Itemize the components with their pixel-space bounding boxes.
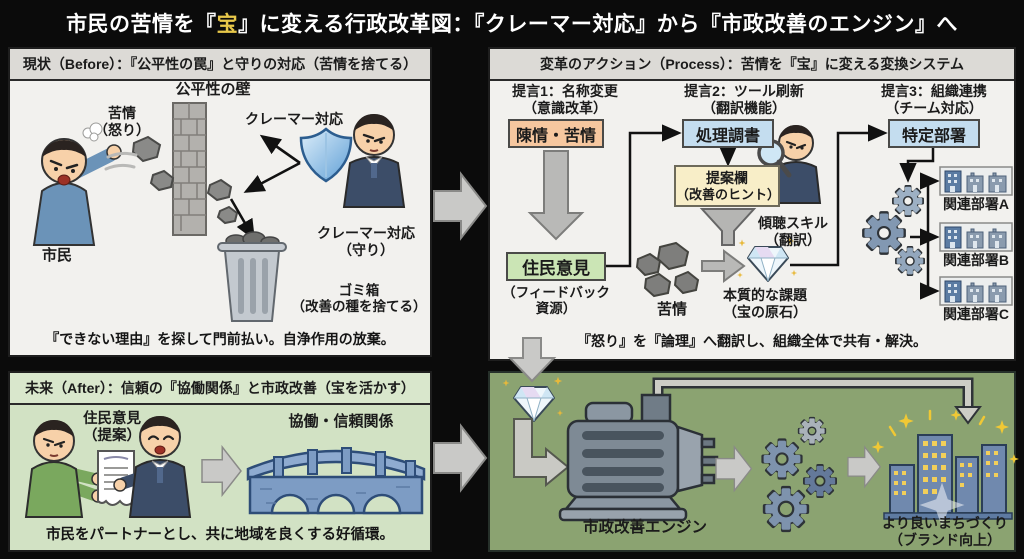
gem-input-icon [513, 386, 555, 422]
gears-to-city-arrow [847, 446, 881, 488]
panel-engine: 市政改善エンジン より良いまちづくり（ブランド向上） [488, 371, 1019, 552]
input-elbow-arrow [513, 418, 570, 488]
funnel-icon [699, 208, 757, 246]
dept-b-icon [939, 222, 1013, 252]
trash-label: ゴミ箱（改善の種を捨てる） [291, 283, 427, 314]
suggestion-box: 提案欄（改善のヒント） [674, 165, 780, 207]
engine-machine [558, 393, 719, 522]
complaint-box: 陳情・苦情 [508, 119, 604, 148]
process-gears [862, 185, 925, 276]
motion-lines [104, 151, 138, 171]
angry-citizen-illustration [32, 122, 122, 246]
bridge-illustration [246, 447, 426, 515]
panel-process-header: 変革のアクション（Process）：苦情を『宝』に変える変換システム [490, 49, 1014, 81]
after-to-engine-arrow [433, 425, 487, 491]
proposal-3-label: 提言3：組織連携（チーム対応） [881, 83, 987, 116]
title-treasure-highlight: 宝 [216, 12, 239, 36]
gem-icon [747, 246, 789, 282]
shield-icon [299, 127, 353, 183]
after-footer: 市民をパートナーとし、共に地域を良くする好循環。 [46, 527, 394, 543]
dept-c-icon [939, 276, 1013, 306]
complaint-rocks [635, 241, 700, 298]
engine-gears [761, 416, 838, 533]
city-label: より良いまちづくり（ブランド向上） [882, 515, 1008, 548]
rename-down-arrow [527, 150, 585, 241]
before-footer: 『できない理由』を探して門前払い。自浄作用の放棄。 [45, 331, 395, 347]
process-to-engine-arrow [507, 337, 557, 383]
title-bar: 市民の苦情を『宝』に変える行政改革図：『クレーマー対応』から『市政改善のエンジン… [0, 0, 1024, 45]
bridge-label: 協働・信頼関係 [288, 413, 394, 430]
wall-label: 公平性の壁 [175, 81, 251, 98]
thrown-rocks [131, 135, 239, 225]
after-official-illustration [113, 416, 192, 518]
opinion-box: 住民意見 [506, 252, 606, 281]
before-illustration [32, 102, 406, 322]
proposal-paper [97, 450, 135, 506]
claimer-top-label: クレーマー対応 [245, 111, 343, 127]
listening-label: 傾聴スキル（翻訳） [758, 215, 828, 248]
gem-label: 本質的な課題（宝の原石） [723, 287, 807, 320]
engine-label: 市政改善エンジン [582, 519, 707, 536]
panel-before: 現状（Before）：『公平性の罠』と守りの対応（苦情を捨てる） [8, 47, 432, 357]
dept-b-label: 関連部署B [942, 252, 1010, 268]
claimer-side-label: クレーマー対応（守り） [317, 225, 415, 258]
after-citizen-illustration [24, 420, 105, 518]
transform-arrow [701, 249, 746, 283]
page-title: 市民の苦情を『宝』に変える行政改革図：『クレーマー対応』から『市政改善のエンジン… [66, 12, 958, 36]
fairness-wall-illustration [172, 102, 207, 236]
deflect-arrows [243, 134, 301, 193]
panel-after: 未来（After）：信頼の『協働関係』と市政改善（宝を活かす） [8, 371, 432, 552]
report-box: 処理調書 [682, 119, 774, 148]
feedback-pipe [652, 377, 982, 425]
panel-process-body: 提言1：名称変更（意識改革） 提言2：ツール刷新（翻訳機能） 提言3：組織連携（… [490, 79, 1014, 359]
dept-c-label: 関連部署C [942, 306, 1010, 322]
specified-dept-box: 特定部署 [888, 119, 980, 148]
panel-process: 変革のアクション（Process）：苦情を『宝』に変える変換システム [488, 47, 1016, 361]
citizen-label: 市民 [41, 247, 72, 264]
proposal-2-label: 提言2：ツール刷新（翻訳機能） [684, 83, 804, 116]
panel-after-header: 未来（After）：信頼の『協働関係』と市政改善（宝を活かす） [10, 373, 430, 405]
engine-illustration [502, 376, 1019, 533]
panel-after-body: 住民意見（提案） 協働・信頼関係 市民をパートナーとし、共に地域を良くする好循環… [10, 403, 430, 550]
dept-a-icon [939, 166, 1013, 196]
process-illustration [527, 124, 1013, 306]
trash-can-illustration [217, 231, 287, 322]
after-illustration [24, 416, 426, 518]
process-footer: 『怒り』を『論理』へ翻訳し、組織全体で共有・解決。 [577, 333, 927, 349]
after-arrow [201, 446, 242, 496]
rocks-label: 苦情 [656, 301, 687, 318]
before-to-process-arrow [433, 173, 487, 239]
opinion-sub-label: （フィードバック資源） [502, 285, 610, 316]
discard-arrow [229, 198, 255, 241]
complaint-label: 苦情（怒り） [94, 105, 150, 138]
proposal-1-label: 提言1：名称変更（意識改革） [512, 83, 618, 116]
panel-before-header: 現状（Before）：『公平性の罠』と守りの対応（苦情を捨てる） [10, 49, 430, 81]
panel-before-body: 公平性の壁 苦情（怒り） 市民 クレーマー対応 クレーマー対応（守り） ゴミ箱（… [10, 79, 430, 355]
dept-a-label: 関連部署A [942, 196, 1010, 212]
engine-to-gears-arrow [715, 446, 753, 492]
after-opinion-label: 住民意見（提案） [83, 411, 141, 445]
defender-official-illustration [342, 114, 406, 208]
flow-connectors [606, 124, 940, 300]
listener-illustration [757, 125, 822, 204]
